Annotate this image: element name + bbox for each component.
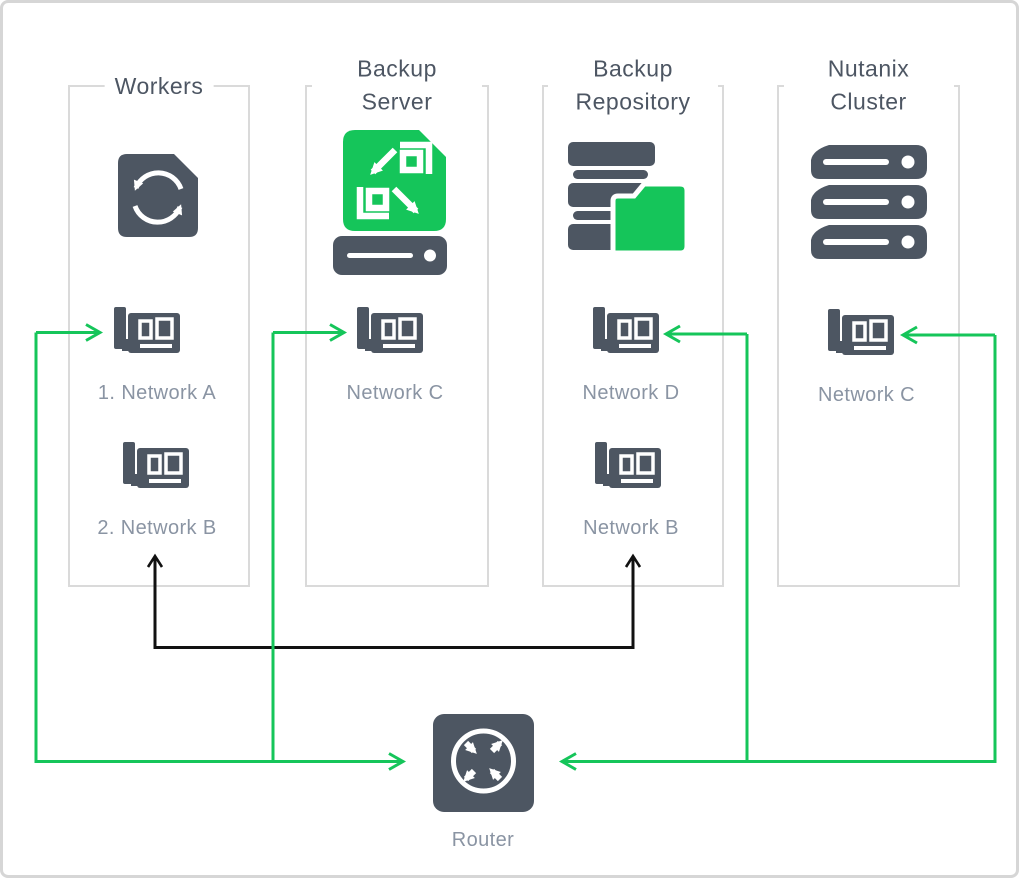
adapter-label-network-d: Network D [582, 382, 680, 404]
network-adapter-icon [593, 305, 659, 361]
network-adapter-icon [123, 440, 189, 496]
adapter-label-network-b-workers: 2. Network B [97, 517, 217, 539]
backup-repository-icon [563, 141, 691, 257]
network-adapter-icon [828, 307, 894, 363]
adapter-label-network-b-repo: Network B [583, 517, 679, 539]
adapter-label-network-c-nutanix: Network C [818, 384, 915, 406]
adapter-label-network-a: 1. Network A [97, 382, 217, 404]
group-title-backup-server: Backup Server [312, 52, 482, 119]
network-adapter-icon [357, 305, 423, 361]
group-title-backup-repository: Backup Repository [548, 52, 718, 119]
group-title-workers: Workers [104, 69, 214, 103]
backup-server-icon [333, 130, 447, 275]
network-adapter-icon [595, 440, 661, 496]
server-stack-icon [811, 145, 927, 259]
router-label: Router [451, 829, 515, 851]
network-adapter-icon [114, 305, 180, 361]
adapter-label-network-c-server: Network C [346, 382, 444, 404]
group-title-nutanix-cluster: Nutanix Cluster [783, 52, 954, 119]
router-icon [433, 714, 534, 812]
sync-document-icon [115, 151, 201, 240]
